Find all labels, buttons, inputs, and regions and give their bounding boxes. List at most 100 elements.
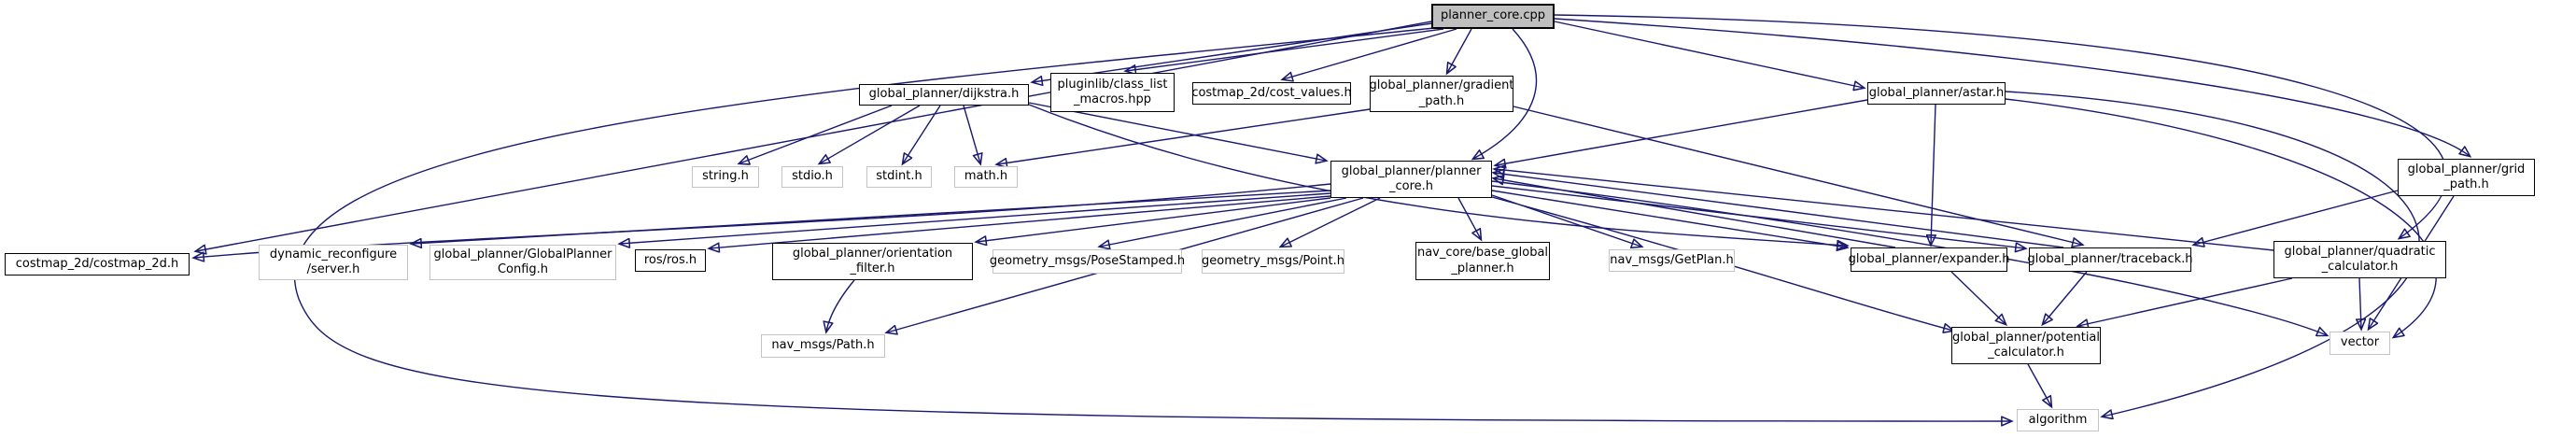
node-potential[interactable]: global_planner/potential_calculator.h <box>1951 327 2101 364</box>
node-path[interactable]: nav_msgs/Path.h <box>761 334 885 358</box>
edge-gradient-to-traceback <box>1513 106 2082 245</box>
edge-dijkstra-to-pch <box>1028 102 1326 161</box>
node-astar[interactable]: global_planner/astar.h <box>1867 82 2006 105</box>
edge-dijkstra-to-expander <box>1028 104 1847 246</box>
node-label: dynamic_reconfigure <box>269 247 398 261</box>
edge-astar-to-expander <box>1931 104 1936 245</box>
node-math[interactable]: math.h <box>954 166 1018 188</box>
node-bgp[interactable]: nav_core/base_global_planner.h <box>1415 242 1550 280</box>
edge-cpp-to-costmap <box>196 21 1432 251</box>
edge-expander-to-pch <box>1494 178 1896 248</box>
node-label: geometry_msgs/PoseStamped.h <box>989 253 1186 268</box>
node-label: stdint.h <box>876 169 922 184</box>
node-label: global_planner/quadratic <box>2284 244 2436 259</box>
edge-expander-to-potential <box>1950 271 2006 324</box>
node-gradient[interactable]: global_planner/gradient_path.h <box>1370 76 1513 112</box>
edge-traceback-to-pch <box>1494 173 2064 248</box>
node-label: global_planner/gradient <box>1369 78 1514 93</box>
node-label: global_planner/grid <box>2407 162 2526 177</box>
node-label: geometry_msgs/Point.h <box>1202 253 1344 268</box>
node-point[interactable]: geometry_msgs/Point.h <box>1202 249 1344 274</box>
node-orient[interactable]: global_planner/orientation_filter.h <box>772 243 973 280</box>
edge-dijkstra-to-math <box>963 105 980 163</box>
node-cost_values[interactable]: costmap_2d/cost_values.h <box>1191 82 1352 105</box>
node-label: pluginlib/class_list <box>1057 77 1168 92</box>
edge-traceback-to-potential <box>2043 271 2088 324</box>
node-label: global_planner/orientation <box>792 246 953 261</box>
edge-grid-to-traceback <box>2194 190 2399 245</box>
node-cpp: planner_core.cpp <box>1431 4 1555 29</box>
node-label: _calculator.h <box>2321 260 2399 274</box>
node-label: planner_core.cpp <box>1440 8 1546 23</box>
node-label: global_planner/traceback.h <box>2027 251 2193 266</box>
node-label: _path.h <box>2443 177 2489 191</box>
node-label: nav_msgs/GetPlan.h <box>1610 252 1734 267</box>
edge-cpp-to-macros <box>1126 28 1444 71</box>
node-label: /server.h <box>306 262 360 276</box>
node-label: _filter.h <box>850 261 895 276</box>
edge-quad-to-pch <box>1495 169 2274 251</box>
node-getplan[interactable]: nav_msgs/GetPlan.h <box>1609 249 1735 272</box>
edge-pch-to-gpconfig <box>620 192 1331 244</box>
node-costmap[interactable]: costmap_2d/costmap_2d.h <box>5 253 190 276</box>
edge-dijkstra-to-stdio <box>820 105 921 163</box>
node-string[interactable]: string.h <box>692 166 759 188</box>
node-label: _macros.hpp <box>1074 92 1151 106</box>
node-label: string.h <box>702 169 749 184</box>
node-label: costmap_2d/costmap_2d.h <box>15 256 179 271</box>
node-label: math.h <box>964 169 1008 184</box>
node-algorithm[interactable]: algorithm <box>2017 409 2099 431</box>
node-label: global_planner/potential <box>1952 330 2101 345</box>
edge-pch-to-expander <box>1491 190 1847 247</box>
node-label: Config.h <box>497 262 549 276</box>
edge-astar-to-algorithm <box>2005 91 2420 417</box>
edge-pch-to-pose <box>1100 197 1347 247</box>
node-dijkstra[interactable]: global_planner/dijkstra.h <box>859 84 1029 106</box>
edge-dijkstra-to-stdint <box>903 105 941 163</box>
node-dynreconf[interactable]: dynamic_reconfigure/server.h <box>259 245 408 280</box>
edge-astar-to-vector <box>2005 98 2437 337</box>
node-label: global_planner/astar.h <box>1868 85 2005 100</box>
edge-pch-to-point <box>1281 197 1381 247</box>
node-stdint[interactable]: stdint.h <box>866 166 932 188</box>
edge-astar-to-pch <box>1496 99 1868 165</box>
node-stdio[interactable]: stdio.h <box>781 166 843 188</box>
node-vector[interactable]: vector <box>2330 332 2390 355</box>
node-label: _core.h <box>1388 179 1434 193</box>
node-label: _planner.h <box>1451 261 1514 276</box>
edge-cpp-to-algorithm <box>293 27 2011 421</box>
node-ros[interactable]: ros/ros.h <box>635 249 706 272</box>
edge-cpp-to-cost_values <box>1283 28 1457 79</box>
node-label: ros/ros.h <box>643 252 697 267</box>
edge-cpp-to-gradient <box>1447 28 1472 73</box>
node-label: algorithm <box>2028 412 2088 427</box>
edge-quad-to-potential <box>2078 277 2293 326</box>
edge-pch-to-potential <box>1491 196 1953 331</box>
node-label: costmap_2d/cost_values.h <box>1191 85 1352 100</box>
node-label: stdio.h <box>792 169 833 184</box>
node-expander[interactable]: global_planner/expander.h <box>1848 247 2010 272</box>
edge-pch-to-bgp <box>1457 197 1481 239</box>
node-grid[interactable]: global_planner/grid_path.h <box>2398 159 2535 196</box>
node-quad[interactable]: global_planner/quadratic_calculator.h <box>2273 241 2446 278</box>
edge-potential-to-algorithm <box>2027 363 2051 406</box>
node-pose[interactable]: geometry_msgs/PoseStamped.h <box>989 249 1186 274</box>
edge-dijkstra-to-string <box>739 105 893 163</box>
node-label: _path.h <box>1418 93 1465 108</box>
edge-orient-to-path <box>826 279 855 332</box>
node-traceback[interactable]: global_planner/traceback.h <box>2027 247 2193 272</box>
node-label: nav_core/base_global <box>1416 246 1549 261</box>
edge-pch-to-orient <box>977 197 1331 242</box>
node-label: global_planner/expander.h <box>1848 251 2010 266</box>
node-macros[interactable]: pluginlib/class_list_macros.hpp <box>1050 73 1175 112</box>
edge-cpp-to-pch <box>1473 28 1538 159</box>
node-label: vector <box>2340 335 2380 350</box>
node-label: nav_msgs/Path.h <box>771 338 875 353</box>
node-pch[interactable]: global_planner/planner_core.h <box>1330 161 1492 198</box>
edge-cpp-to-astar <box>1554 21 1864 88</box>
edge-pch-to-ros <box>710 195 1331 248</box>
